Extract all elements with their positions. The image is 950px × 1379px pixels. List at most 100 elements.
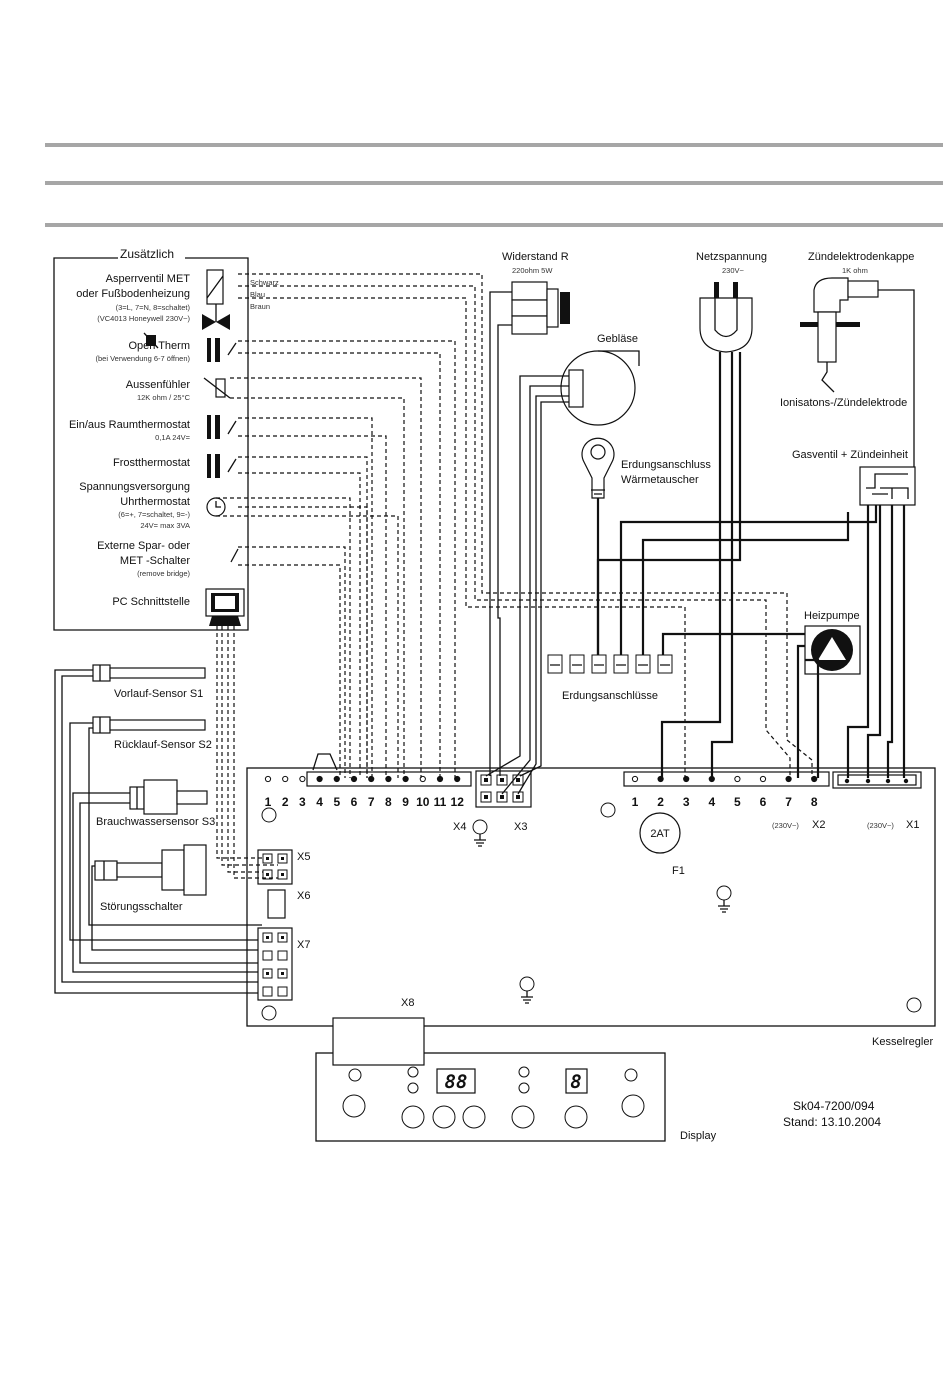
display-button-2[interactable] <box>401 1105 425 1129</box>
mount-hole <box>261 807 277 823</box>
terminal-number: 4 <box>316 795 323 809</box>
mount-hole <box>261 1005 277 1021</box>
x2-voltage-note: (230V~) <box>772 821 799 830</box>
led-indicator <box>518 1066 530 1078</box>
terminal-pin <box>811 775 818 783</box>
resistor-label: Widerstand R <box>502 251 569 263</box>
x2-label: X2 <box>812 819 825 831</box>
frost-thermostat-icon <box>207 454 237 478</box>
display-button-5[interactable] <box>511 1105 535 1129</box>
terminal-number: 1 <box>265 795 272 809</box>
terminal-pin <box>454 775 461 783</box>
display-button-3[interactable] <box>432 1105 456 1129</box>
terminal-pin <box>631 775 639 783</box>
x4-label: X4 <box>453 821 466 833</box>
extra-item-4-line-1: Ein/aus Raumthermostat <box>69 419 190 431</box>
fan-icon <box>560 350 640 426</box>
f1-label: F1 <box>672 865 685 877</box>
ignition-cap-component: Zündelektrodenkappe 1K ohm Ionisatons-/Z… <box>780 251 914 409</box>
terminal-number: 10 <box>416 795 430 809</box>
extra-item-1-line-2: oder Fußbodenheizung <box>76 288 190 300</box>
terminal-number: 4 <box>708 795 715 809</box>
extra-box: Zusätzlich Asperrventil MET oder Fußbode… <box>53 247 279 631</box>
open-therm-icon <box>143 332 159 349</box>
terminal-pin <box>785 775 792 783</box>
terminal-number: 7 <box>785 795 792 809</box>
display-button-6[interactable] <box>564 1105 588 1129</box>
gas-valve-label: Gasventil + Zündeinheit <box>792 449 908 461</box>
extra-item-6-line-2: Uhrthermostat <box>120 496 190 508</box>
terminal-pin <box>316 775 323 783</box>
x8-label: X8 <box>401 997 414 1009</box>
extra-item-1-note-2: (VC4013 Honeywell 230V~) <box>97 314 190 323</box>
terminal-pin <box>683 775 690 783</box>
extra-item-7-line-1: Externe Spar- oder <box>97 540 190 552</box>
resistor-note: 220ohm 5W <box>512 266 553 275</box>
x7-connector <box>257 927 293 1001</box>
doc-id: Sk04-7200/094 <box>793 1099 875 1113</box>
mains-plug-icon <box>699 282 753 353</box>
mount-hole <box>906 997 922 1013</box>
ignition-cap-note: 1K ohm <box>842 266 868 275</box>
led-indicator <box>407 1082 419 1094</box>
ground-icon <box>472 819 488 847</box>
extra-item-3-note-1: 12K ohm / 25°C <box>137 393 191 402</box>
earth-terminal-strip-icon <box>547 654 673 674</box>
switch-contact-icon <box>207 338 237 362</box>
terminal-pin <box>759 775 767 783</box>
x1-label: X1 <box>906 819 919 831</box>
led-indicator <box>518 1082 530 1094</box>
wire-color-blau: Blau <box>250 290 265 299</box>
extra-item-4-note-1: 0,1A 24V= <box>155 433 190 442</box>
extra-box-title: Zusätzlich <box>120 247 174 261</box>
earth-lug-icon <box>581 437 615 499</box>
ground-icon <box>716 885 732 913</box>
terminal-number: 6 <box>760 795 767 809</box>
terminal-pin <box>282 775 289 783</box>
pump-label: Heizpumpe <box>804 610 860 622</box>
ground-icon <box>519 976 535 1004</box>
earth-heat-exchanger: Erdungsanschluss Wärmetauscher <box>581 437 711 499</box>
mains-component: Netzspannung 230V~ <box>696 251 767 353</box>
mains-label: Netzspannung <box>696 251 767 263</box>
sensor-s1-label: Vorlauf-Sensor S1 <box>114 688 203 700</box>
x1-connector <box>832 771 922 789</box>
terminal-number: 1 <box>632 795 639 809</box>
earth-heat-exchanger-line-1: Erdungsanschluss <box>621 459 711 471</box>
ignition-cap-label: Zündelektrodenkappe <box>808 251 914 263</box>
pump-component: Heizpumpe <box>804 610 861 675</box>
earth-heat-exchanger-line-2: Wärmetauscher <box>621 474 699 486</box>
terminal-number: 5 <box>333 795 340 809</box>
terminal-pin <box>368 775 375 783</box>
terminal-number: 3 <box>299 795 306 809</box>
display-button-1[interactable] <box>342 1094 366 1118</box>
seg-display-right <box>565 1068 588 1094</box>
terminal-pin <box>350 775 358 783</box>
stoerungsschalter-icon <box>94 844 207 896</box>
component-wires <box>485 289 915 795</box>
extra-item-2-note-1: (bei Verwendung 6-7 öffnen) <box>95 354 190 363</box>
extra-item-1-line-1: Asperrventil MET <box>106 273 191 285</box>
fuse-icon <box>639 812 681 854</box>
sensor-s3-label: Brauchwassersensor S3 <box>96 816 215 828</box>
terminal-number: 7 <box>368 795 375 809</box>
x3-connector <box>475 770 532 808</box>
terminal-pin <box>264 775 272 783</box>
terminal-number: 11 <box>434 795 447 809</box>
room-thermostat-icon <box>207 415 237 439</box>
seg-display-left-value: 88 <box>445 1071 468 1093</box>
x5-label: X5 <box>297 851 310 863</box>
terminal-pin <box>299 775 306 783</box>
display-button-4[interactable] <box>462 1105 486 1129</box>
earth-connections: Erdungsanschlüsse <box>547 654 673 702</box>
led-indicator <box>624 1068 638 1082</box>
vorlauf-sensor-icon <box>92 664 206 682</box>
ignition-cap-icon <box>800 277 879 393</box>
gas-valve-icon <box>859 466 916 506</box>
display-button-7[interactable] <box>621 1094 645 1118</box>
x7-label: X7 <box>297 939 310 951</box>
terminal-pin <box>734 775 741 783</box>
